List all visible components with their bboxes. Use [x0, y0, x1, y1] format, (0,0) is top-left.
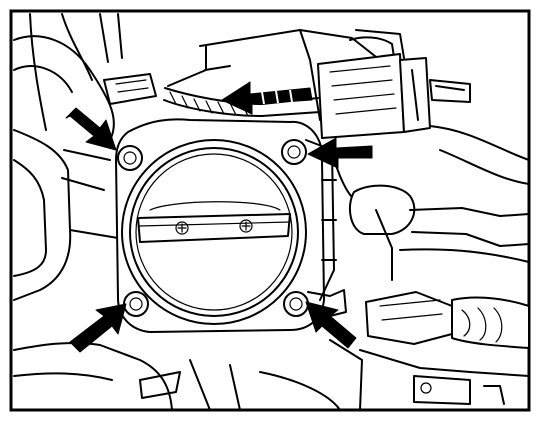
throttle-bore-outer-ring: [121, 139, 307, 325]
intake-housing: [167, 29, 405, 121]
plate-screw-right: [239, 219, 253, 233]
pointer-arrows: [65, 81, 373, 353]
plate-screw-left: [175, 221, 189, 235]
arrow-wiring-harness: [221, 81, 313, 115]
throttle-plate: [137, 213, 291, 243]
mounting-bolt-bottom-right: [283, 291, 309, 317]
right-side-components: [329, 125, 530, 411]
arrow-top-right: [307, 137, 373, 169]
mounting-bolt-top-left: [117, 145, 143, 171]
electrical-connector: [103, 53, 471, 139]
mounting-bolt-top-right: [281, 139, 307, 165]
mounting-bolt-bottom-left: [123, 291, 149, 317]
arrow-top-left: [65, 107, 117, 151]
throttle-body: [115, 118, 347, 333]
arrow-bottom-right: [305, 301, 357, 349]
arrow-bottom-left: [69, 303, 127, 353]
background-engine-parts: [13, 13, 341, 411]
